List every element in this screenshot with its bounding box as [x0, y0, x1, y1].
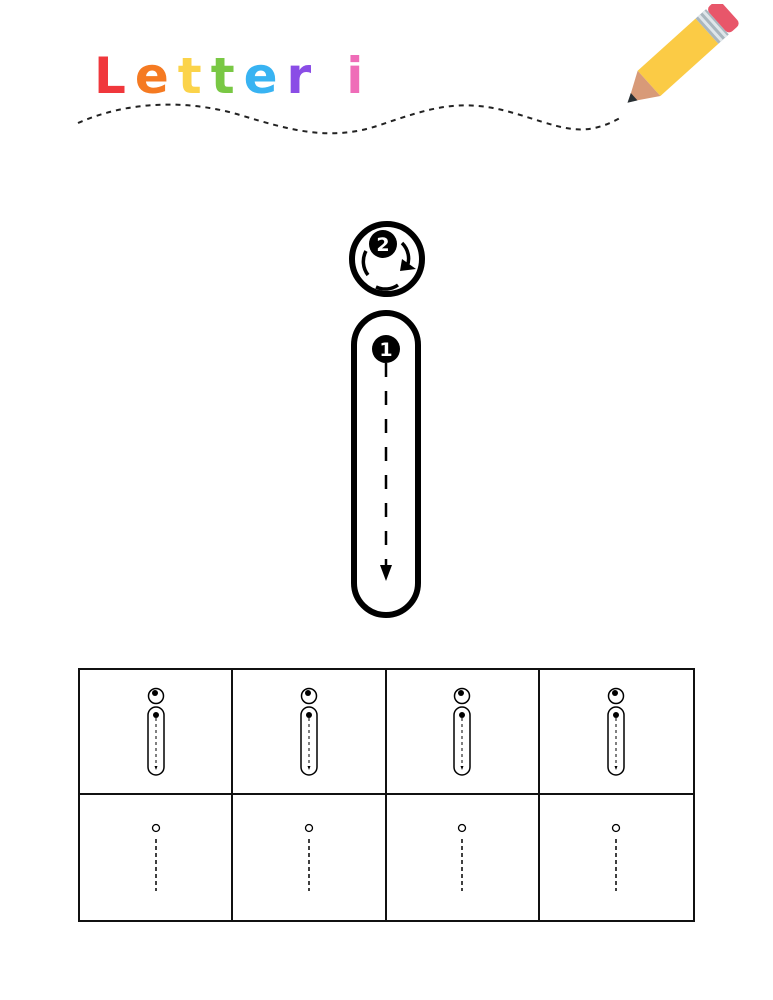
mini-letter-i-guide: [300, 687, 318, 776]
practice-grid: [78, 668, 695, 922]
trace-cell-4[interactable]: [540, 795, 693, 920]
svg-text:1: 1: [379, 339, 392, 361]
title-letter-e: e: [243, 47, 287, 105]
pencil-icon: [627, 4, 739, 103]
title-letter-t: t: [177, 47, 211, 105]
stroke-2-badge: [369, 230, 397, 258]
wavy-dashed-line: [77, 103, 621, 135]
dotted-letter-i: [304, 823, 314, 891]
title-letter-i: i: [346, 47, 373, 105]
trace-cell-1[interactable]: [80, 795, 234, 920]
guided-cell-4: [539, 670, 693, 795]
title-letter-L: L: [94, 47, 135, 105]
guided-cell-2: [233, 670, 387, 795]
title-letter-r: r: [286, 47, 321, 105]
stroke-1-badge: [372, 335, 400, 363]
mini-letter-i-guide: [146, 687, 165, 776]
guided-cell-1: [80, 670, 234, 795]
trace-cell-3[interactable]: [387, 795, 540, 920]
mini-letter-i-guide: [607, 687, 626, 776]
dotted-letter-i: [151, 823, 160, 891]
dotted-letter-i: [612, 823, 621, 891]
guided-cell-3: [386, 670, 540, 795]
title-letter-t: t: [210, 47, 244, 105]
dotted-letter-i: [457, 823, 467, 891]
svg-text:2: 2: [376, 234, 389, 256]
trace-cell-2[interactable]: [233, 795, 387, 920]
letter-i-tracing-guide: 2 1: [349, 221, 425, 618]
title-letter-e: e: [134, 47, 178, 105]
mini-letter-i-guide: [453, 687, 471, 776]
